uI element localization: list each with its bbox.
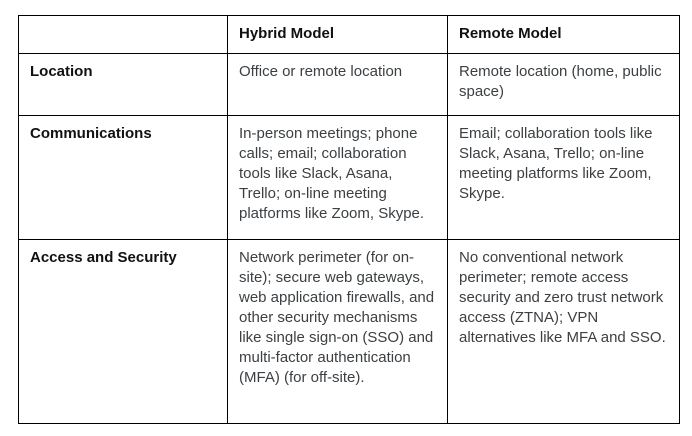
cell-location-hybrid: Office or remote location bbox=[227, 53, 448, 116]
column-header-hybrid-model: Hybrid Model bbox=[227, 15, 448, 54]
header-row: Hybrid Model Remote Model bbox=[18, 15, 680, 54]
cell-access-remote: No conventional network perimeter; remot… bbox=[447, 239, 680, 424]
row-label-access-and-security: Access and Security bbox=[18, 239, 228, 424]
cell-access-hybrid: Network perimeter (for on-site); secure … bbox=[227, 239, 448, 424]
row-label-location: Location bbox=[18, 53, 228, 116]
corner-cell bbox=[18, 15, 228, 54]
row-label-communications: Communications bbox=[18, 115, 228, 240]
table-row-location: Location Office or remote location Remot… bbox=[18, 53, 680, 116]
column-header-remote-model: Remote Model bbox=[447, 15, 680, 54]
table-row-access-and-security: Access and Security Network perimeter (f… bbox=[18, 239, 680, 424]
cell-location-remote: Remote location (home, public space) bbox=[447, 53, 680, 116]
cell-communications-hybrid: In-person meetings; phone calls; email; … bbox=[227, 115, 448, 240]
cell-communications-remote: Email; collaboration tools like Slack, A… bbox=[447, 115, 680, 240]
table-row-communications: Communications In-person meetings; phone… bbox=[18, 115, 680, 240]
comparison-table: Hybrid Model Remote Model Location Offic… bbox=[18, 15, 680, 424]
